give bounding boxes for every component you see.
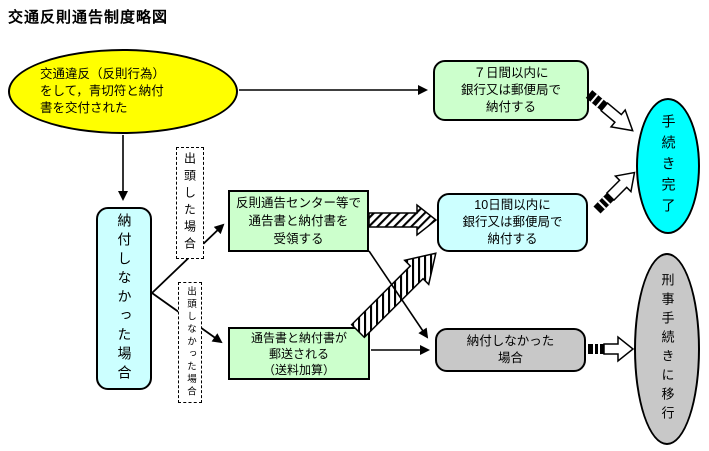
node-not-paid-again-line: 場合: [497, 351, 523, 365]
node-not-paid-again: 納付しなかった 場合: [435, 328, 586, 372]
node-criminal-label: 刑事手続きに移行: [659, 273, 675, 425]
arrow-notpaid-to-center: [151, 223, 225, 294]
node-pay-within-10days: 10日間以内に 銀行又は郵便局で 納付する: [437, 193, 588, 252]
node-not-paid-again-line: 納付しなかった: [466, 334, 555, 348]
node-receive-line: 反則通告センター等で: [235, 196, 361, 210]
node-pay-within-7days: ７日間以内に 銀行又は郵便局で 納付する: [433, 60, 589, 121]
node-receive-at-center: 反則通告センター等で 通告書と納付書を 受領する: [228, 190, 369, 252]
hatched-arrow-center-to-pay10: [368, 203, 438, 237]
node-not-paid: 納付しなかった場合: [96, 207, 152, 390]
pen-arrow-pay10-to-complete: [593, 171, 636, 214]
node-pay7-line: 銀行又は郵便局で: [460, 83, 561, 97]
node-violation-line: 交通違反（反則行為）: [40, 67, 166, 81]
node-mailed-line: 通告書と納付書が: [250, 330, 347, 345]
node-violation-line: をして，青切符と納付: [40, 84, 164, 98]
hatched-arrow-mailed-to-pay10: [350, 252, 437, 339]
node-pay10-line: 10日間以内に: [474, 198, 551, 212]
node-documents-mailed: 通告書と納付書が 郵送される （送料加算）: [228, 327, 370, 380]
node-not-paid-label: 納付しなかった場合: [116, 213, 133, 384]
node-pay10-line: 納付する: [487, 232, 538, 246]
node-receive-line: 受領する: [273, 232, 324, 246]
pen-arrow-pay7-to-complete: [585, 90, 634, 132]
node-procedure-complete: 手続き完了: [636, 98, 700, 234]
node-receive-line: 通告書と納付書を: [248, 214, 349, 228]
node-criminal-procedure: 刑事手続きに移行: [634, 253, 700, 445]
pen-arrow-notpaid2-to-criminal: [588, 335, 635, 363]
node-mailed-line: （送料加算）: [262, 362, 335, 377]
node-pay7-line: 納付する: [485, 100, 536, 114]
node-mailed-line: 郵送される: [268, 346, 329, 361]
arrow-center-to-notpaid2: [368, 250, 429, 339]
node-complete-label: 手続き完了: [660, 113, 677, 219]
label-not-appeared-case: 出頭しなかった場合: [178, 282, 202, 403]
node-pay10-line: 銀行又は郵便局で: [462, 215, 563, 229]
page-title: 交通反則通告制度略図: [8, 9, 169, 26]
label-appeared-case: 出頭した場合: [176, 147, 204, 259]
label-appeared-text: 出頭した場合: [182, 152, 197, 254]
node-pay7-line: ７日間以内に: [473, 66, 549, 80]
node-violation-line: 書を交付された: [40, 101, 128, 115]
node-violation-start: 交通違反（反則行為） をして，青切符と納付 書を交付された: [8, 49, 238, 134]
label-not-appeared-text: 出頭しなかった場合: [185, 286, 196, 399]
